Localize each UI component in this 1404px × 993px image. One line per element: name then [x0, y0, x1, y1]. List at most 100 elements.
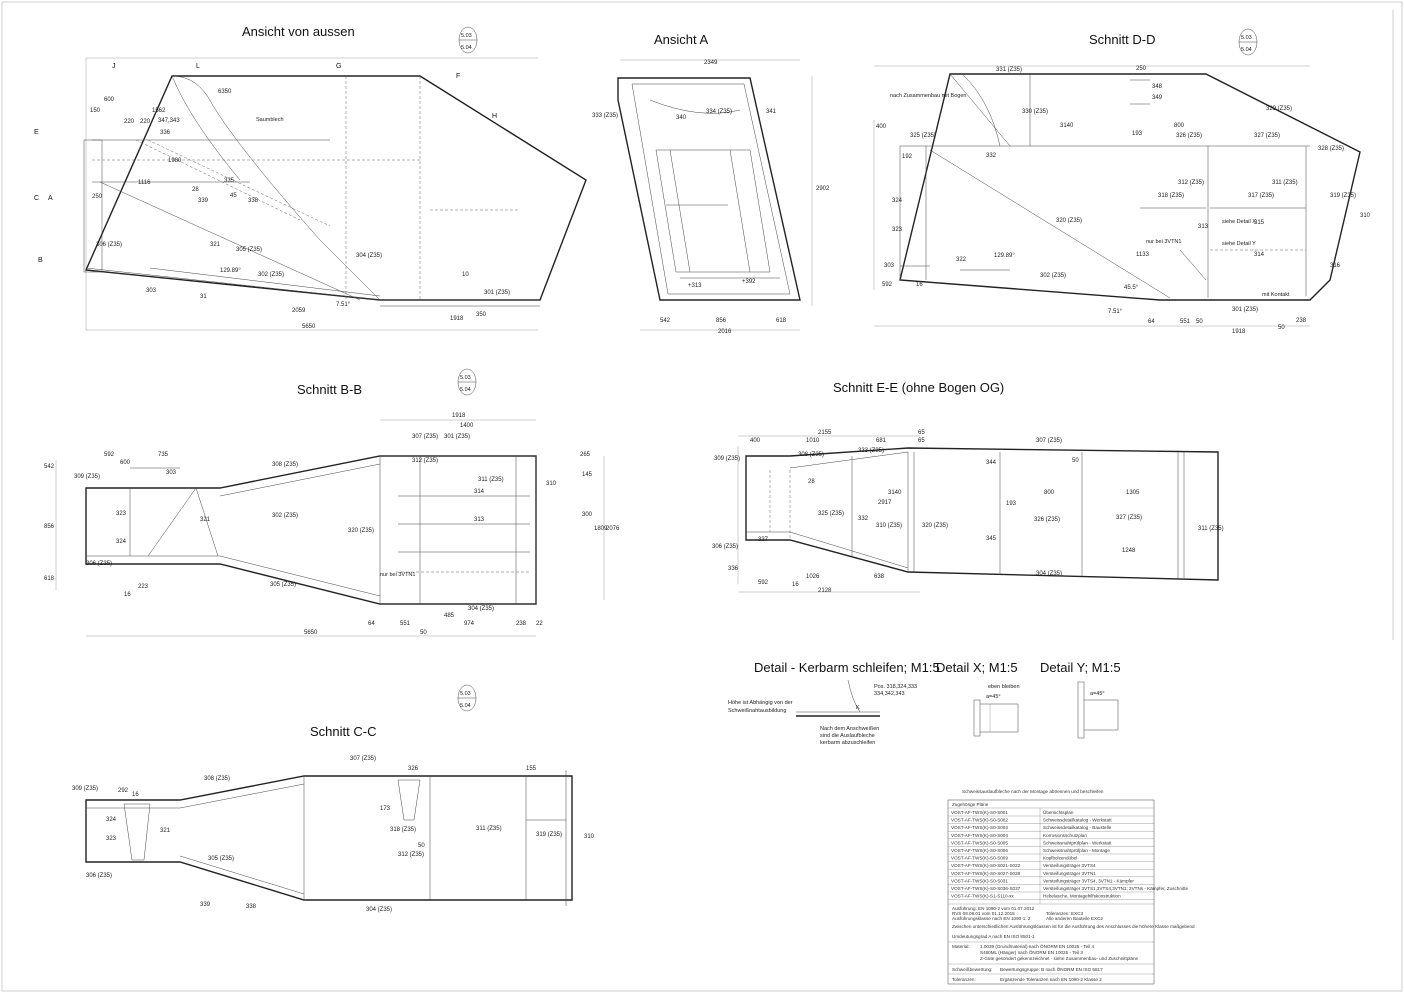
ee-dim-18: 193 — [1006, 501, 1017, 507]
dd-part-20: 314 — [1254, 252, 1265, 258]
ee-dim-4: 681 — [876, 438, 887, 444]
plan-description: Versteifungsträger 3VTS4, 3VTN1 - Kämpfe… — [1043, 878, 1134, 883]
dd-part-9: 311 (Z35) — [1272, 180, 1298, 186]
cc-part-4: 306 (Z35) — [86, 873, 112, 879]
dd-part-19: 315 — [1254, 220, 1265, 226]
plan-number: VOST-AF-TWS(K)-S0-S006 — [951, 848, 1008, 853]
plan-description: Korrosionsschutzplan — [1043, 833, 1087, 838]
dd-part-25: 332 — [986, 153, 997, 159]
cc-part-15: 338 — [246, 904, 257, 910]
ee-part-16: 344 — [986, 460, 997, 466]
dd-note-1: nach Zusammenbau mit Bogen — [890, 93, 966, 99]
tb-note-2: RVS 08.08.01 vom 01.12.2015 — [952, 911, 1015, 916]
dd-dim-15: 50 — [1278, 325, 1285, 331]
bb-dim-20: 300 — [582, 512, 593, 518]
ee-part-2: 308 (Z35) — [798, 452, 824, 458]
dd-dim-6: 400 — [876, 124, 887, 130]
tb-header: Schweissauslaufbleche nach der Montage a… — [962, 789, 1104, 794]
dd-part-5: 330 (Z35) — [1022, 109, 1048, 115]
ansicht-dim-12: 303 — [146, 288, 157, 294]
cc-part-16: 310 — [584, 834, 595, 840]
dd-part-27: 193 — [1132, 131, 1143, 137]
dd-note-3: siehe Detail X — [1222, 219, 1256, 225]
bb-dim-15: 485 — [444, 613, 455, 619]
plan-number: VOST-AF-TWS(K)-S0-S004 — [951, 833, 1008, 838]
ee-part-15: 336 — [728, 566, 739, 572]
ref-2-top: 5.03 — [1241, 35, 1252, 41]
ee-dim-6: 3140 — [888, 490, 902, 496]
tb-material-1: 1.0039 (Grundmaterial) nach ÖNORM EN 100… — [980, 943, 1094, 949]
ee-part-7: 310 (Z35) — [876, 523, 902, 529]
bb-dim-2: 1400 — [460, 423, 474, 429]
bb-dim-22: 265 — [580, 452, 591, 458]
ansichta-dim-2: 2902 — [816, 186, 830, 192]
cc-part-1: 309 (Z35) — [72, 786, 98, 792]
cc-part-5: 305 (Z35) — [208, 856, 234, 862]
tb-quality-label: Schweißbewertung: — [952, 967, 992, 972]
cc-part-13: 321 — [160, 828, 171, 834]
kerbarm-text-7: kerbarm abzuschleifen — [820, 740, 875, 746]
ansicht-mark-a: A — [48, 195, 53, 202]
title-ansicht-von-aussen: Ansicht von aussen — [242, 24, 355, 39]
bb-part-1: 309 (Z35) — [74, 474, 100, 480]
cc-dim-6: 50 — [418, 843, 425, 849]
bb-part-8: 312 (Z35) — [412, 458, 438, 464]
plan-description: Schweissnahtprüfplan - Montage — [1043, 848, 1110, 853]
plan-description: Schweissdetailkatalog - Werkstatt — [1043, 818, 1112, 823]
plan-number: VOST-AF-TWS(K)-S1-S110-xx — [951, 894, 1014, 899]
cc-part-9: 311 (Z35) — [476, 826, 502, 832]
ansicht-part-7: 339 — [198, 198, 209, 204]
ansicht-mark-b: B — [38, 257, 43, 264]
ansicht-dim-6: 220 — [140, 119, 151, 125]
dd-dim-1: 3140 — [1060, 123, 1074, 129]
ee-part-14: 337 — [758, 537, 769, 543]
dd-part-2: 325 (Z35) — [910, 133, 936, 139]
cc-part-14: 339 — [200, 902, 211, 908]
tb-tolerance: Ergänzende Toleranzen nach EN 1090-2 Kla… — [1000, 977, 1102, 982]
tb-tolerance-label: Toleranzen: — [952, 977, 976, 982]
dd-dim-5: 349 — [1152, 95, 1163, 101]
ansicht-dim-20: 129.89° — [220, 268, 241, 274]
dd-note-4: siehe Detail Y — [1222, 241, 1256, 247]
ee-part-13: 304 (Z35) — [1036, 571, 1062, 577]
dd-part-22: 322 — [956, 257, 967, 263]
ee-dim-17: 50 — [1072, 458, 1079, 464]
plan-number: VOST-AF-TWS(K)-S0-S009 — [951, 856, 1008, 861]
bb-dim-17: 238 — [516, 621, 527, 627]
bb-part-16: 321 — [200, 517, 211, 523]
ansichta-part-4: 341 — [766, 109, 777, 115]
ansicht-mark-e: E — [34, 129, 39, 136]
bb-part-12: 304 (Z35) — [468, 606, 494, 612]
ee-part-11: 311 (Z35) — [1198, 526, 1224, 532]
ansicht-part-1: 306 (Z35) — [96, 242, 122, 248]
ansichta-dim-8: +392 — [742, 279, 756, 285]
cc-part-10: 319 (Z35) — [536, 832, 562, 838]
bb-part-15: 314 — [474, 489, 485, 495]
ansicht-part-6: 321 — [210, 242, 221, 248]
tb-plans-heading: Zugehörige Pläne — [952, 802, 989, 807]
bb-dim-11: 223 — [138, 584, 149, 590]
bb-dim-9: 542 — [44, 464, 55, 470]
dd-part-21: 313 — [1198, 224, 1209, 230]
dd-dim-2: 800 — [1174, 123, 1185, 129]
plan-description: Kopfbolzendübel — [1043, 856, 1077, 861]
tb-material-2: S460ML (Hänger) nach ÖNORM EN 10025 - Te… — [980, 949, 1083, 955]
cc-part-8: 312 (Z35) — [398, 852, 424, 858]
ee-part-12: 306 (Z35) — [712, 544, 738, 550]
tb-material-3: Z-Güte gesondert gekennzeichnet - siehe … — [980, 956, 1139, 961]
plan-number: VOST-AF-TWS(K)-S0-S002 — [951, 818, 1008, 823]
ee-dim-1: 2155 — [818, 430, 832, 436]
ref-2-bottom: 5.04 — [1241, 47, 1252, 53]
plan-number: VOST-AF-TWS(K)-S0-S001 — [951, 810, 1008, 815]
bb-part-18: 324 — [116, 539, 127, 545]
dd-dim-12: 50 — [1196, 319, 1203, 325]
title-detail-y: Detail Y; M1:5 — [1040, 660, 1121, 675]
ee-part-8: 320 (Z35) — [922, 523, 948, 529]
view-schnitt-ee: 2155 400 1010 681 65 3140 2917 800 1305 … — [712, 430, 1224, 594]
ansicht-part-10: 28 — [192, 187, 199, 193]
dd-note-2: nur bei 3VTN1 — [1146, 239, 1181, 245]
dd-dim-3: 250 — [1136, 66, 1147, 72]
plan-description: Schweissnahtprüfplan - Werkstatt — [1043, 840, 1112, 845]
